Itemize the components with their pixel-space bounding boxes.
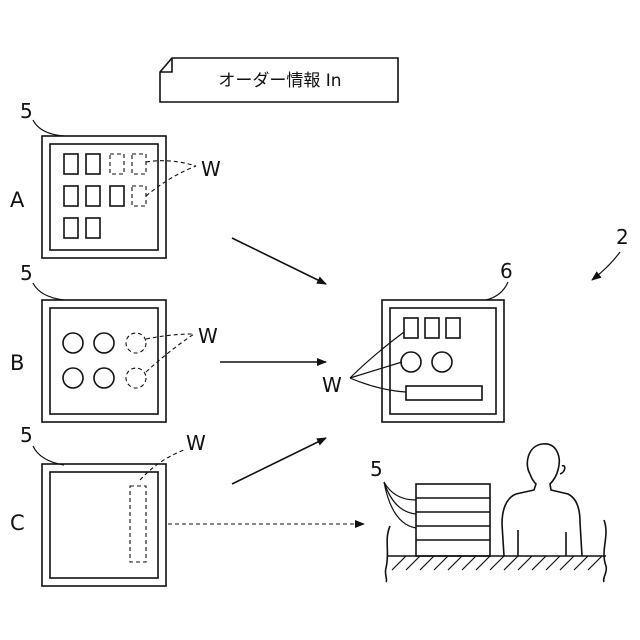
arrow-c-to-output (232, 438, 326, 484)
work-ref-c: W (186, 431, 206, 455)
arrow-a-to-output (232, 238, 326, 284)
work-ref-b: W (198, 324, 218, 348)
row-label-c: C (10, 511, 25, 535)
worker-figure (502, 444, 582, 556)
order-note-text: オーダー情報 In (218, 71, 341, 91)
tray-ref-c: 5 (20, 423, 33, 447)
row-label-a: A (10, 188, 25, 212)
tray-a (42, 136, 166, 258)
output-tray: 6 (382, 259, 513, 422)
output-tray-ref: 6 (500, 259, 513, 283)
output-work-ref: W (322, 373, 342, 397)
worker-station: 5 (370, 444, 606, 582)
row-a: A 5 W (10, 99, 221, 258)
tray-ref-b: 5 (20, 261, 33, 285)
system-ref: 2 (616, 225, 629, 249)
tray-c (42, 464, 166, 586)
tray-b (42, 300, 166, 422)
row-label-b: B (10, 351, 24, 375)
row-b: B 5 W (10, 261, 218, 422)
work-ref-a: W (201, 157, 221, 181)
floor (385, 520, 606, 582)
row-c: C 5 W (10, 423, 206, 586)
tray-ref-a: 5 (20, 99, 33, 123)
order-note: オーダー情報 In (160, 58, 398, 102)
tray-stack (416, 484, 490, 556)
stack-ref: 5 (370, 457, 383, 481)
